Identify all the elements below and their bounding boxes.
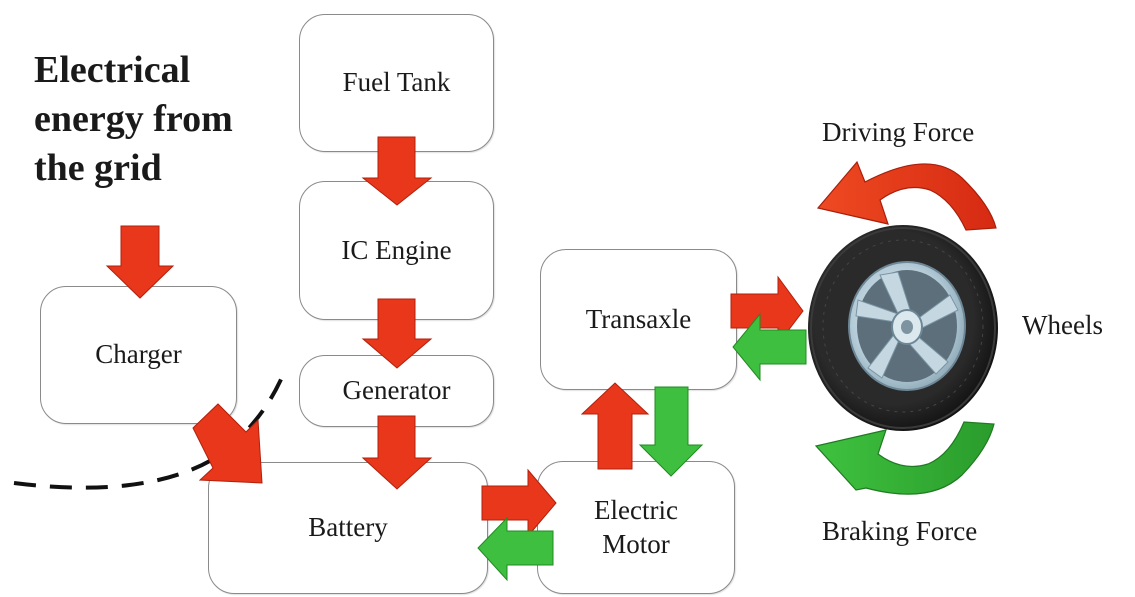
- transaxle-label: Transaxle: [585, 303, 692, 334]
- fuel-tank-label: Fuel Tank: [342, 67, 451, 98]
- braking-force-label: Braking Force: [822, 516, 978, 546]
- wheels-label: Wheels: [1022, 310, 1103, 340]
- title-line-2: energy from: [34, 98, 233, 140]
- electric-motor-label-line2: Motor: [602, 528, 670, 559]
- grid-energy-title: Electrical energy from the grid: [34, 46, 233, 193]
- electric-motor-label: Electric Motor: [594, 494, 678, 562]
- electric-motor-box: Electric Motor: [537, 461, 735, 594]
- fuel-tank-box: Fuel Tank: [299, 14, 494, 152]
- battery-to-motor-arrow: [481, 468, 557, 538]
- title-line-1: Electrical: [34, 49, 191, 91]
- wheel-to-transaxle-arrow: [732, 312, 807, 382]
- charger-label: Charger: [95, 339, 182, 370]
- title-line-3: the grid: [34, 147, 162, 189]
- generator-label: Generator: [342, 375, 451, 406]
- braking-force-arrow: [814, 421, 995, 495]
- generator-to-battery-arrow: [361, 415, 433, 490]
- fuel-to-engine-arrow: [361, 136, 433, 206]
- driving-force-label: Driving Force: [822, 117, 975, 147]
- transaxle-to-motor-arrow: [638, 386, 704, 477]
- charger-to-battery-arrow: [192, 403, 263, 484]
- transaxle-box: Transaxle: [540, 249, 737, 390]
- engine-to-generator-arrow: [361, 298, 433, 369]
- motor-to-transaxle-arrow: [580, 382, 650, 470]
- electric-motor-label-line1: Electric: [594, 494, 678, 525]
- motor-to-battery-arrow: [477, 516, 554, 582]
- battery-label: Battery: [308, 512, 388, 543]
- grid-to-charger-arrow: [105, 225, 175, 299]
- driving-force-arrow: [816, 160, 997, 231]
- charger-box: Charger: [40, 286, 237, 424]
- wheel-icon: [808, 225, 998, 431]
- ic-engine-label: IC Engine: [341, 234, 452, 265]
- battery-box: Battery: [208, 462, 488, 594]
